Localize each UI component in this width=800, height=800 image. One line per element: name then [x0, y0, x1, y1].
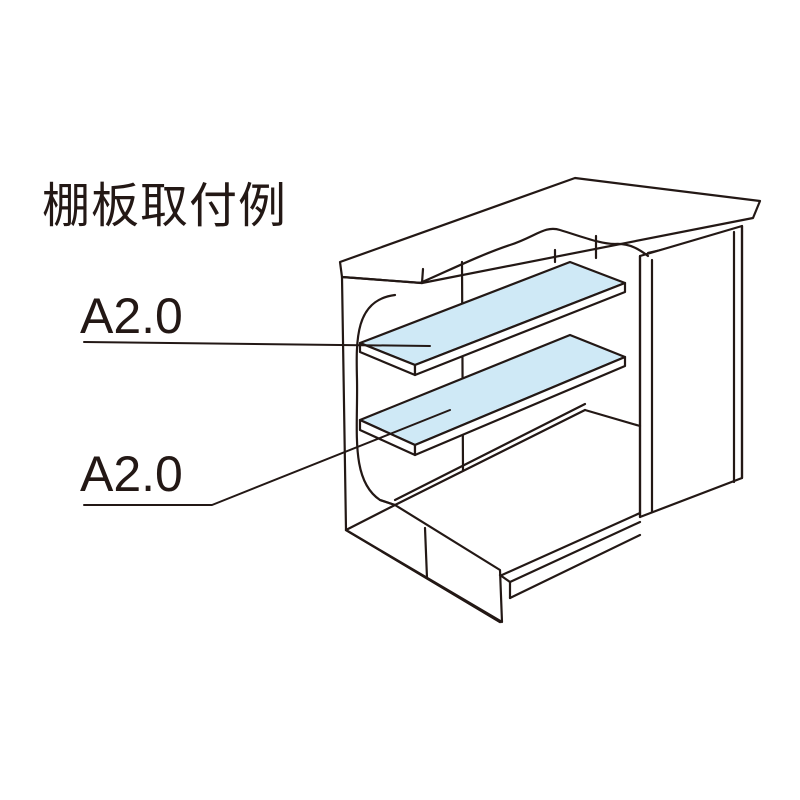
leader-lines [83, 341, 451, 506]
cutaway-walls [340, 227, 650, 624]
lower-shelf-label: A2.0 [80, 446, 183, 502]
diagram-title: 棚板取付例 [42, 178, 288, 234]
upper-shelf-label: A2.0 [80, 288, 183, 344]
lower-shelf [358, 333, 627, 457]
upper-shelf [358, 260, 627, 377]
side-door-panel [638, 224, 744, 519]
